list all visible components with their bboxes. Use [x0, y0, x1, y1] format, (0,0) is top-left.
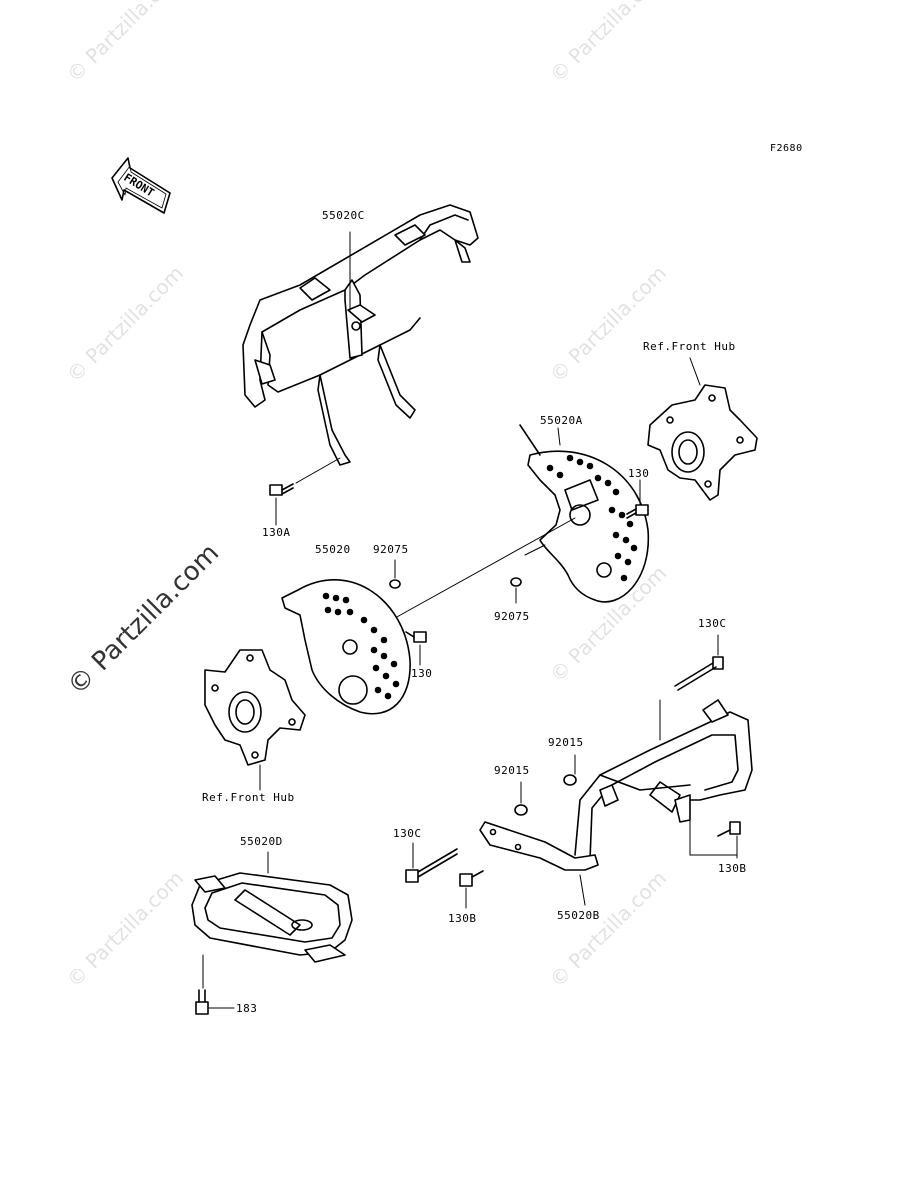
bolt-130C-left: [405, 848, 458, 883]
label-92015-left: 92015: [494, 764, 530, 777]
label-130-left: 130: [411, 667, 433, 680]
disc-guard-55020A: [519, 424, 650, 603]
label-55020A: 55020A: [540, 414, 583, 427]
label-130-right: 130: [628, 467, 650, 480]
bolt-130C-right: [674, 656, 724, 691]
front-arrow-icon: [111, 157, 171, 214]
disc-guard-55020: [281, 579, 411, 715]
bolt-130A: [269, 483, 294, 496]
guard-55020D: [191, 872, 353, 963]
label-92015-right: 92015: [548, 736, 584, 749]
front-hub-right: [647, 384, 758, 501]
label-ref-front-hub-bottom: Ref.Front Hub: [202, 791, 295, 804]
label-55020: 55020: [315, 543, 351, 556]
label-130A: 130A: [262, 526, 291, 539]
washer-92015-right: [563, 774, 577, 786]
label-55020C: 55020C: [322, 209, 365, 222]
bolt-130B-right: [717, 821, 741, 837]
washer-92075-left: [389, 579, 401, 589]
label-130B-left: 130B: [448, 912, 477, 925]
bolt-130-left: [405, 631, 427, 643]
guard-55020C: [242, 204, 479, 466]
label-130C-left: 130C: [393, 827, 422, 840]
washer-92015-left: [514, 804, 528, 816]
bolt-130-right: [626, 504, 649, 519]
label-183: 183: [236, 1002, 258, 1015]
label-55020B: 55020B: [557, 909, 600, 922]
figure-code: F2680: [770, 143, 803, 154]
front-hub-left: [204, 649, 306, 766]
washer-92075-right: [510, 577, 522, 587]
label-92075-left: 92075: [373, 543, 409, 556]
bolt-183: [195, 989, 209, 1015]
guard-55020B: [479, 699, 753, 871]
label-55020D: 55020D: [240, 835, 283, 848]
label-ref-front-hub-top: Ref.Front Hub: [643, 340, 736, 353]
label-92075-right: 92075: [494, 610, 530, 623]
bolt-130B-left: [459, 870, 484, 887]
label-130C-right: 130C: [698, 617, 727, 630]
label-130B-right: 130B: [718, 862, 747, 875]
